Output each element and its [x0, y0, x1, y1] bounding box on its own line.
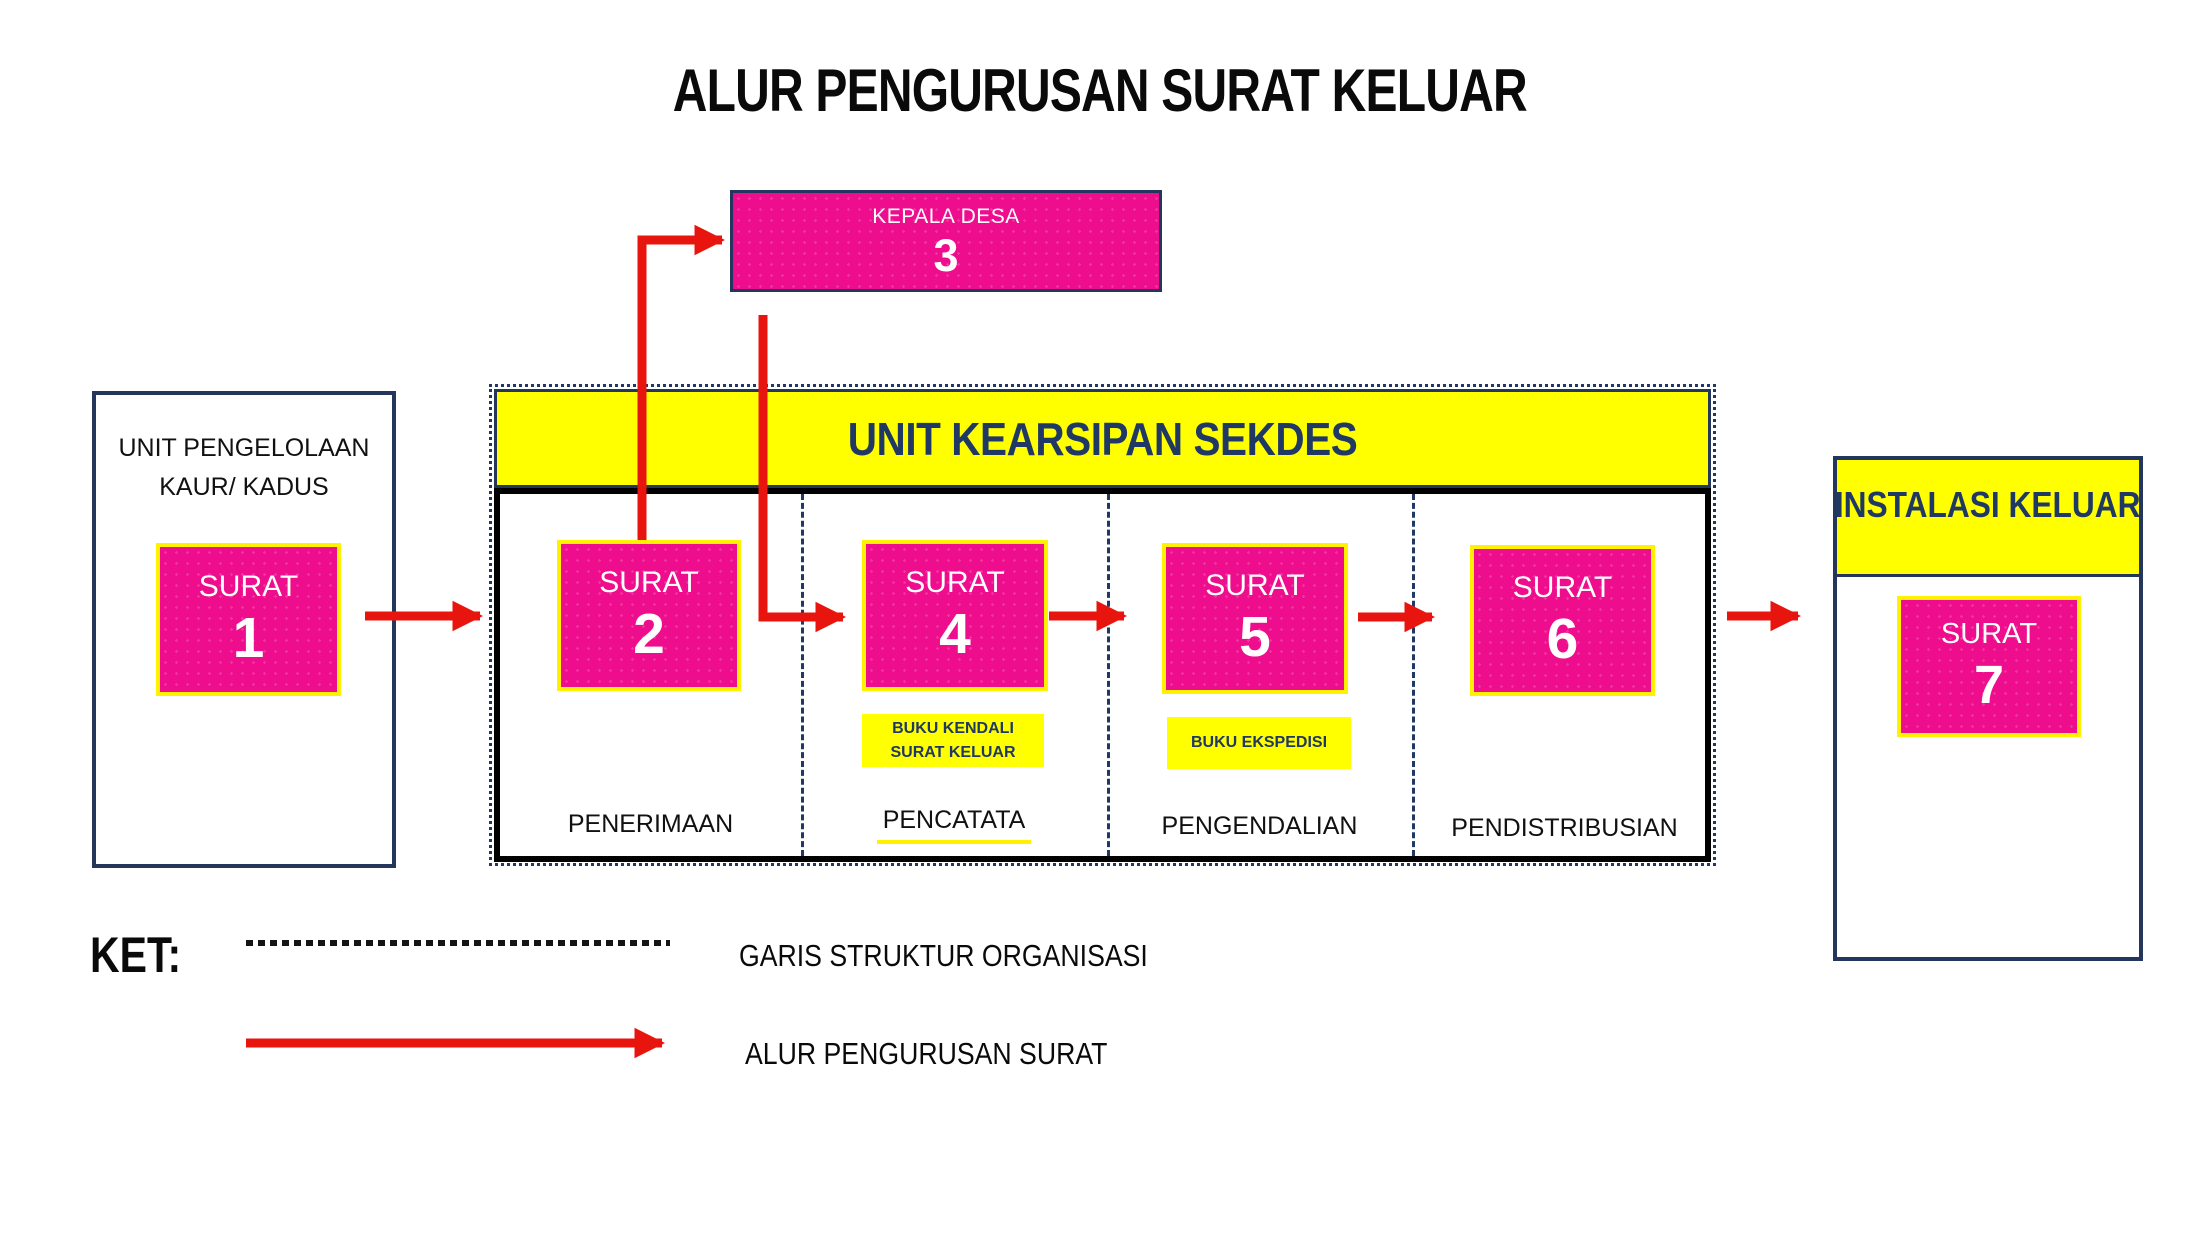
- legend-dotted-line-symbol: [246, 940, 670, 946]
- unit-pengelolaan-title-line1: UNIT PENGELOLAAN: [118, 434, 370, 462]
- buku-kendali-box: BUKU KENDALI SURAT KELUAR: [862, 714, 1044, 767]
- surat-4-number: 4: [939, 602, 971, 667]
- column-divider-2: [1107, 494, 1110, 856]
- unit-kearsipan-header-label: UNIT KEARSIPAN SEKDES: [847, 412, 1358, 465]
- buku-ekspedisi-label: BUKU EKSPEDISI: [1190, 734, 1328, 752]
- surat-7-number: 7: [1973, 655, 2005, 716]
- instalasi-keluar-header: INSTALASI KELUAR: [1835, 460, 2141, 577]
- legend-title: KET:: [90, 927, 182, 983]
- buku-kendali-line2: SURAT KELUAR: [890, 743, 1016, 761]
- kepala-desa-number: 3: [933, 229, 959, 281]
- surat-5-label: SURAT: [1205, 569, 1305, 603]
- surat-box-5: SURAT 5: [1162, 543, 1348, 694]
- surat-2-number: 2: [633, 602, 665, 667]
- surat-box-4: SURAT 4: [862, 540, 1048, 691]
- surat-box-1: SURAT 1: [156, 543, 341, 696]
- unit-kearsipan-header: UNIT KEARSIPAN SEKDES: [494, 389, 1711, 488]
- surat-6-number: 6: [1546, 607, 1579, 672]
- unit-kearsipan-content: SURAT 2 SURAT 4 SURAT 5 SURAT 6 BUKU KEN…: [494, 488, 1711, 862]
- surat-box-2: SURAT 2: [557, 540, 741, 691]
- kepala-desa-label: KEPALA DESA: [872, 204, 1020, 228]
- column-divider-3: [1412, 494, 1415, 856]
- surat-4-label: SURAT: [905, 566, 1005, 600]
- page-title-text: ALUR PENGURUSAN SURAT KELUAR: [672, 57, 1528, 124]
- column-label-pencatata: PENCATATA: [801, 806, 1107, 844]
- surat-5-number: 5: [1239, 605, 1271, 670]
- unit-pengelolaan-title: UNIT PENGELOLAAN KAUR/ KADUS: [96, 429, 392, 507]
- surat-1-label: SURAT: [198, 570, 299, 604]
- buku-kendali-line1: BUKU KENDALI: [892, 720, 1014, 738]
- surat-6-label: SURAT: [1512, 571, 1613, 605]
- surat-1-number: 1: [232, 606, 265, 671]
- surat-box-7: SURAT 7: [1897, 596, 2081, 737]
- page-title: ALUR PENGURUSAN SURAT KELUAR: [0, 56, 2200, 125]
- legend-garis-label: GARIS STRUKTUR ORGANISASI: [739, 938, 1148, 973]
- instalasi-keluar-header-label: INSTALASI KELUAR: [1835, 484, 2141, 525]
- column-label-penerimaan: PENERIMAAN: [567, 810, 734, 838]
- surat-2-label: SURAT: [599, 566, 699, 600]
- unit-pengelolaan-box: UNIT PENGELOLAAN KAUR/ KADUS SURAT 1: [92, 391, 396, 868]
- unit-kearsipan-box: UNIT KEARSIPAN SEKDES SURAT 2 SURAT 4 SU…: [489, 384, 1716, 866]
- legend-alur-label: ALUR PENGURUSAN SURAT: [745, 1036, 1108, 1071]
- surat-7-label: SURAT: [1940, 618, 2038, 651]
- instalasi-keluar-box: INSTALASI KELUAR SURAT 7: [1833, 456, 2143, 961]
- column-label-pendistribusian: PENDISTRIBUSIAN: [1451, 814, 1678, 842]
- column-divider-1: [801, 494, 804, 856]
- unit-pengelolaan-title-line2: KAUR/ KADUS: [159, 472, 329, 501]
- kepala-desa-box: KEPALA DESA 3: [730, 190, 1162, 292]
- buku-ekspedisi-box: BUKU EKSPEDISI: [1167, 717, 1351, 769]
- column-label-pengendalian: PENGENDALIAN: [1161, 812, 1358, 840]
- surat-box-6: SURAT 6: [1470, 545, 1655, 696]
